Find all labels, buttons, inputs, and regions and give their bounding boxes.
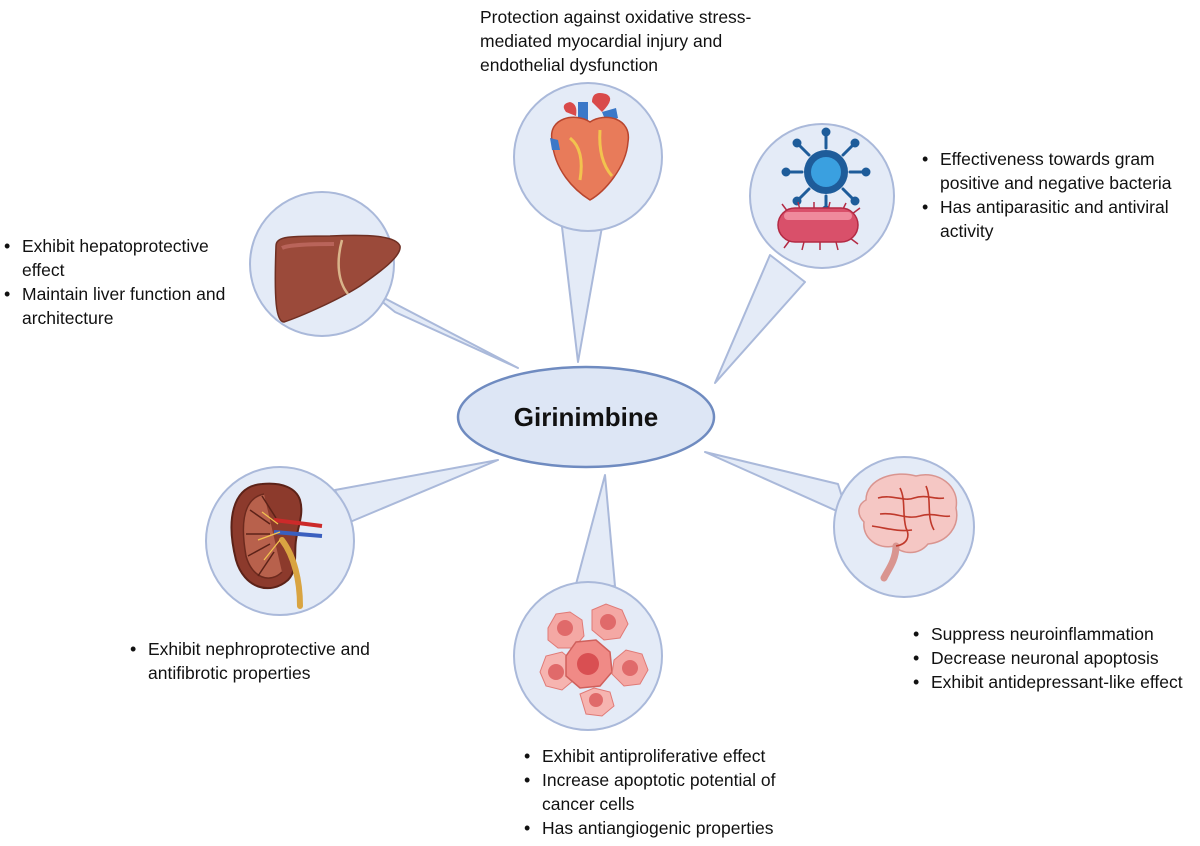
microbe-icon: [777, 127, 871, 251]
liver-item: Exhibit hepatoprotective effect: [4, 234, 235, 282]
center-node: Girinimbine: [456, 365, 716, 469]
pointer-kidney: [334, 459, 499, 523]
microbes-item: Effectiveness towards gram positive and …: [922, 147, 1198, 195]
center-label: Girinimbine: [514, 402, 658, 432]
brain-text: Suppress neuroinflammation Decrease neur…: [909, 622, 1199, 694]
microbes-item: Has antiparasitic and antiviral activity: [922, 195, 1198, 243]
cancer-item: Increase apoptotic potential of cancer c…: [524, 768, 820, 816]
pointer-brain: [704, 451, 849, 517]
brain-icon: [858, 473, 958, 582]
brain-item: Exhibit antidepressant-like effect: [913, 670, 1199, 694]
microbes-text: Effectiveness towards gram positive and …: [918, 147, 1198, 243]
kidney-bubble: [205, 466, 355, 616]
brain-item: Decrease neuronal apoptosis: [913, 646, 1199, 670]
cancer-cells-icon: [539, 603, 649, 717]
pointer-cancer: [574, 474, 616, 589]
cancer-bubble: [513, 581, 663, 731]
liver-icon: [274, 234, 401, 323]
cancer-item: Exhibit antiproliferative effect: [524, 744, 820, 768]
microbes-bubble: [749, 123, 895, 269]
liver-item: Maintain liver function and architecture: [4, 282, 235, 330]
heart-bubble: [513, 82, 663, 232]
heart-text: Protection against oxidative stress- med…: [480, 7, 752, 75]
brain-item: Suppress neuroinflammation: [913, 622, 1199, 646]
cancer-text: Exhibit antiproliferative effect Increas…: [520, 744, 820, 840]
pointer-heart: [559, 209, 606, 363]
pointer-liver: [364, 287, 519, 369]
cancer-item: Has antiangiogenic properties: [524, 816, 820, 840]
brain-bubble: [833, 456, 975, 598]
liver-bubble: [249, 191, 401, 337]
pointer-microbes: [714, 254, 806, 384]
kidney-item: Exhibit nephroprotective and antifibroti…: [130, 637, 386, 685]
heart-icon: [550, 93, 629, 201]
liver-text: Exhibit hepatoprotective effect Maintain…: [0, 234, 235, 330]
kidney-icon: [230, 482, 323, 609]
kidney-text: Exhibit nephroprotective and antifibroti…: [126, 637, 386, 685]
